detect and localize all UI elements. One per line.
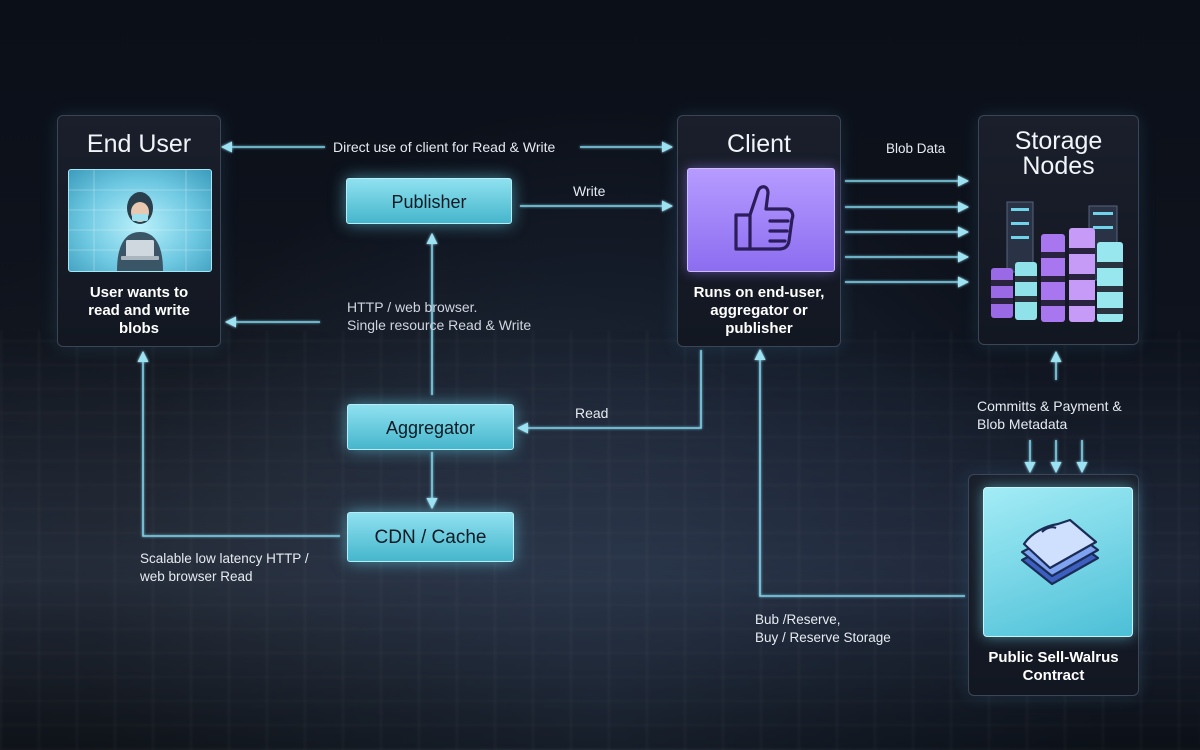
aggregator-node[interactable]: Aggregator xyxy=(347,404,514,450)
aggregator-label: Aggregator xyxy=(385,418,476,438)
edge-label-read: Read xyxy=(575,405,609,421)
edge-label-write: Write xyxy=(573,183,606,199)
storage-nodes-title-line: Nodes xyxy=(1022,152,1095,180)
client-caption-line: Runs on end-user, xyxy=(693,284,825,301)
end-user-title: End User xyxy=(86,130,192,158)
edge-label-scalable: Scalable low latency HTTP / web browser … xyxy=(140,550,309,586)
edge-label-commits-line: Committs & Payment & xyxy=(977,398,1122,414)
storage-nodes-title-line: Storage xyxy=(1014,127,1103,155)
edge-label-http-line: HTTP / web browser. xyxy=(347,299,478,315)
end-user-panel: End User User wants to read and write bl… xyxy=(57,115,221,347)
server-racks-icon xyxy=(991,201,1123,322)
contract-caption-line: Contract xyxy=(1022,667,1085,684)
end-user-caption-line: read and write xyxy=(88,302,190,319)
end-user-caption-line: User wants to xyxy=(89,284,189,301)
arrow-cdn-to-user xyxy=(137,350,340,537)
edge-label-http: HTTP / web browser. Single resource Read… xyxy=(347,298,531,334)
person-with-laptop-icon xyxy=(69,170,211,271)
client-caption-line: publisher xyxy=(725,320,793,337)
edge-label-scalable-line: web browser Read xyxy=(140,569,253,584)
client-caption-line: aggregator or xyxy=(710,302,808,319)
client-tile xyxy=(687,168,835,272)
storage-nodes-title: Storage Nodes xyxy=(979,129,1138,179)
end-user-caption: User wants to read and write blobs xyxy=(66,284,212,338)
contract-panel: Public Sell-Walrus Contract xyxy=(968,474,1139,696)
contract-caption: Public Sell-Walrus Contract xyxy=(973,649,1134,685)
edge-label-buy-reserve-line: Bub /Reserve, xyxy=(755,612,841,627)
contract-caption-line: Public Sell-Walrus xyxy=(988,649,1119,666)
cdn-cache-label: CDN / Cache xyxy=(374,527,487,548)
edge-label-http-line: Single resource Read & Write xyxy=(347,317,532,333)
edge-label-scalable-line: Scalable low latency HTTP / xyxy=(140,551,309,566)
edge-label-commits: Committs & Payment & Blob Metadata xyxy=(977,397,1122,433)
contract-tile xyxy=(983,487,1133,637)
end-user-illustration xyxy=(68,169,212,272)
cdn-cache-node[interactable]: CDN / Cache xyxy=(347,512,514,562)
client-caption: Runs on end-user, aggregator or publishe… xyxy=(686,284,832,338)
client-panel: Client Runs on end-user, aggregator or p… xyxy=(677,115,841,347)
edge-label-buy-reserve: Bub /Reserve, Buy / Reserve Storage xyxy=(755,611,891,647)
edge-label-blob-data: Blob Data xyxy=(886,141,946,156)
end-user-caption-line: blobs xyxy=(119,320,159,337)
storage-nodes-panel: Storage Nodes xyxy=(978,115,1139,345)
edge-label-buy-reserve-line: Buy / Reserve Storage xyxy=(755,630,891,645)
publisher-node[interactable]: Publisher xyxy=(346,178,512,224)
publisher-label: Publisher xyxy=(391,192,467,212)
stacked-sheets-icon xyxy=(1020,518,1100,586)
client-title: Client xyxy=(727,130,791,158)
arrow-read xyxy=(516,350,702,434)
arrow-buy-reserve xyxy=(754,348,965,597)
edge-label-direct-use: Direct use of client for Read & Write xyxy=(333,139,556,155)
thumbs-up-icon xyxy=(734,185,795,251)
edge-label-commits-line: Blob Metadata xyxy=(977,416,1068,432)
